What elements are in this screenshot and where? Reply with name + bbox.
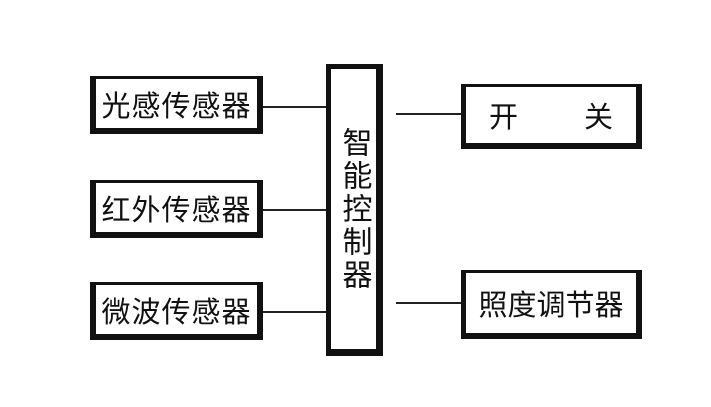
light-sensor-block: 光感传感器	[90, 76, 263, 134]
switch-label: 开关	[489, 100, 680, 134]
microwave-sensor-block: 微波传感器	[90, 282, 263, 340]
smart-controller-label: 智能控制器	[336, 126, 372, 292]
connector-controller-to-switch	[396, 113, 462, 115]
light-sensor-label: 光感传感器	[101, 88, 252, 123]
connector-microwave-to-controller	[263, 311, 326, 313]
infrared-sensor-block: 红外传感器	[90, 180, 263, 238]
switch-block: 开关	[461, 84, 642, 149]
connector-infrared-to-controller	[263, 209, 326, 211]
microwave-sensor-label: 微波传感器	[101, 294, 252, 329]
connector-controller-to-dimmer	[396, 302, 462, 304]
dimmer-block: 照度调节器	[461, 270, 642, 339]
infrared-sensor-label: 红外传感器	[101, 192, 252, 227]
connector-light-to-controller	[263, 106, 326, 108]
smart-controller-block: 智能控制器	[326, 64, 383, 356]
dimmer-label: 照度调节器	[478, 288, 624, 322]
